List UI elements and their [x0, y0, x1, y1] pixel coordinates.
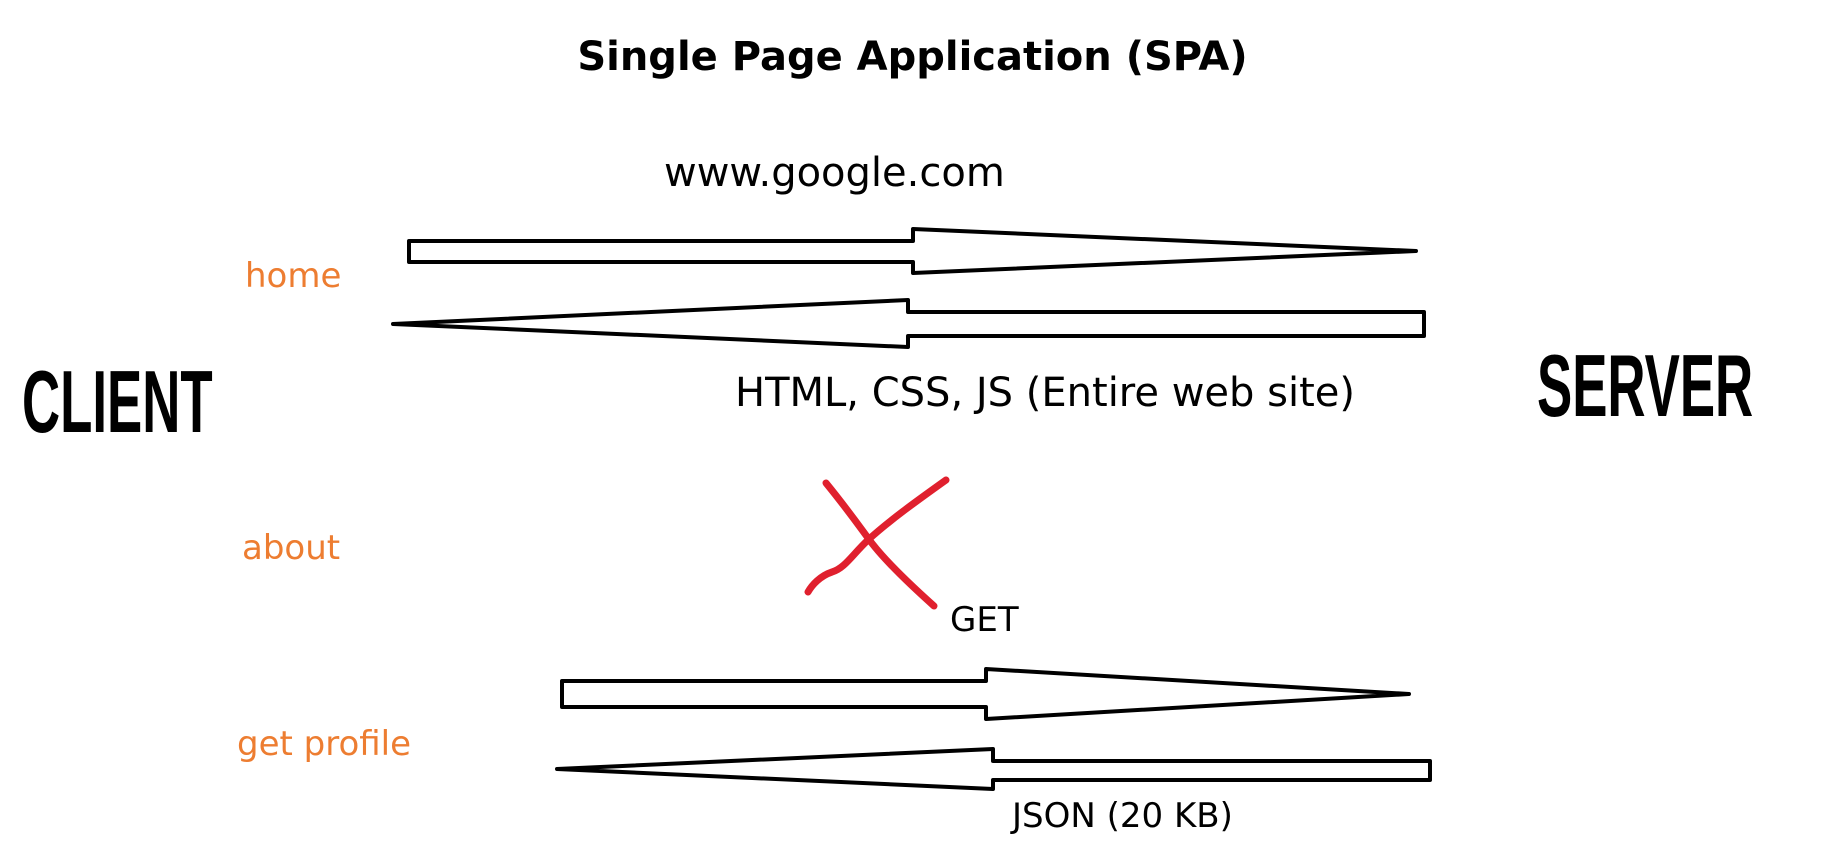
route-label-about: about [242, 528, 341, 568]
route-label-home: home [245, 256, 342, 296]
server-label: SERVER [1537, 336, 1754, 435]
request-arrow-profile [560, 667, 1411, 721]
route-label-get-profile: get profile [237, 724, 412, 764]
client-label: CLIENT [22, 352, 213, 451]
json-response-label: JSON (20 KB) [1012, 796, 1233, 836]
request-url-label: www.google.com [664, 150, 1005, 196]
response-arrow-profile [555, 747, 1432, 791]
request-arrow-home [407, 227, 1418, 275]
get-label: GET [950, 600, 1019, 640]
cross-icon [804, 476, 950, 610]
initial-response-label: HTML, CSS, JS (Entire web site) [735, 370, 1355, 416]
page-title: Single Page Application (SPA) [577, 34, 1248, 80]
response-arrow-home [391, 298, 1426, 349]
